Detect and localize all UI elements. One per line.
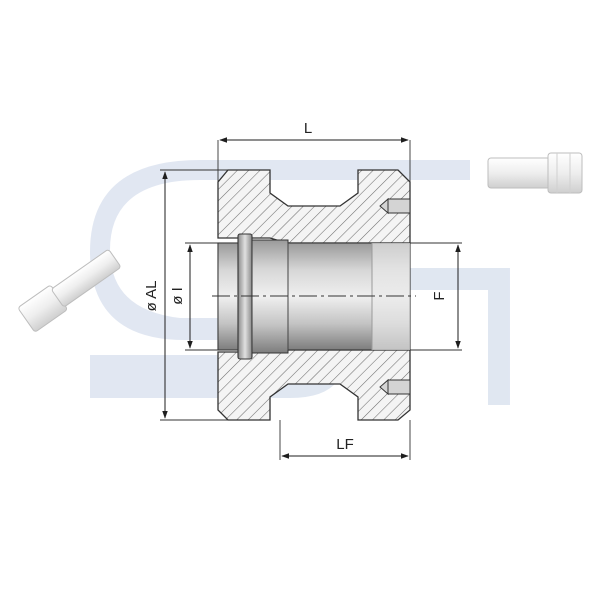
dimension-label-i: ø I — [169, 287, 186, 305]
extension-lines — [160, 140, 462, 460]
dimension-label-l: L — [304, 120, 312, 137]
dimension-outer-diameter: ø AL — [143, 171, 168, 419]
screw-hole-upper-icon — [379, 197, 411, 215]
dimension-length: L — [219, 120, 409, 143]
dimension-label-al: ø AL — [143, 281, 160, 312]
dimension-port-width: F — [431, 244, 461, 349]
screw-hole-lower-icon — [379, 378, 411, 396]
hose-fitting-right-icon — [487, 152, 583, 194]
hose-fitting-left-icon — [18, 249, 121, 332]
dimension-flange-length: LF — [281, 436, 409, 459]
dimension-label-lf: LF — [336, 436, 354, 453]
dimension-inner-diameter: ø I — [169, 244, 193, 349]
body-section-upper — [217, 169, 411, 244]
dimension-label-f: F — [431, 291, 448, 300]
